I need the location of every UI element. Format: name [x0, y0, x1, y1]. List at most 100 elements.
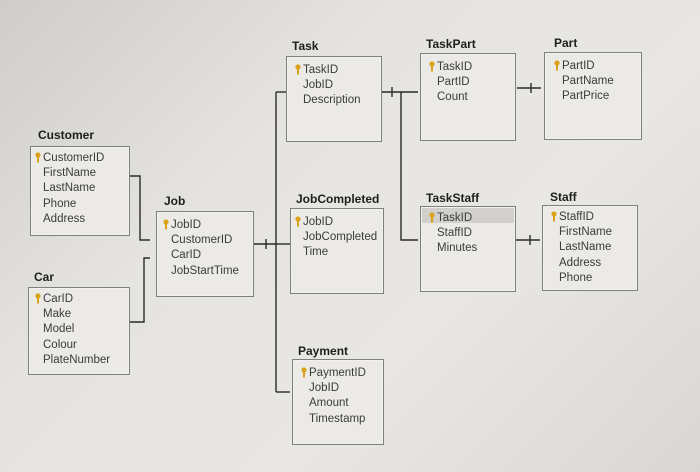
field-name: Description — [303, 94, 361, 107]
field-taskid: TaskID — [295, 63, 361, 78]
field-phone: Phone — [559, 271, 612, 286]
field-name: Time — [303, 246, 329, 259]
field-taskid: TaskID — [429, 211, 477, 226]
field-jobid: JobID — [163, 218, 239, 233]
field-name: Minutes — [437, 242, 478, 255]
field-list: CarID Make Model Colour PlateNumber — [35, 292, 110, 368]
field-list: TaskID PartID Count — [429, 60, 473, 106]
rel-car-job — [130, 257, 150, 323]
field-partprice: PartPrice — [562, 89, 614, 104]
primary-key-icon — [34, 293, 42, 304]
primary-key-icon — [34, 152, 42, 163]
field-firstname: FirstName — [559, 225, 612, 240]
primary-key-icon — [553, 60, 561, 71]
field-name: StaffID — [437, 227, 472, 240]
entity-box: CustomerID FirstName LastName Phone Addr… — [30, 146, 130, 236]
field-name: PaymentID — [309, 367, 366, 379]
primary-key-icon — [294, 64, 302, 75]
field-name: Model — [43, 323, 75, 336]
primary-key-icon — [428, 212, 436, 223]
entity-title: TaskStaff — [426, 191, 480, 205]
field-carid: CarID — [171, 248, 239, 263]
field-count: Count — [437, 90, 472, 105]
entity-title: Job — [164, 194, 186, 208]
field-name: CarID — [43, 293, 74, 305]
field-jobid: JobID — [309, 381, 366, 396]
field-phone: Phone — [43, 197, 104, 212]
field-name: StaffID — [559, 211, 594, 223]
entity-box: JobID JobCompleted Time — [290, 208, 384, 294]
field-firstname: FirstName — [43, 166, 104, 181]
field-list: TaskID StaffID Minutes — [429, 211, 478, 257]
field-name: PlateNumber — [43, 353, 111, 366]
field-name: Phone — [43, 197, 77, 210]
field-name: JobStartTime — [171, 264, 239, 277]
field-list: PaymentID JobID Amount Timestamp — [301, 366, 366, 427]
field-jobcompleted: JobCompleted — [303, 230, 377, 245]
field-name: Amount — [309, 397, 349, 410]
field-name: Phone — [559, 271, 593, 284]
entity-title: Task — [292, 39, 319, 53]
field-partid: PartID — [554, 59, 614, 74]
rel-task-taskstaff — [400, 92, 418, 241]
field-name: Address — [43, 212, 86, 225]
field-address: Address — [559, 256, 612, 271]
entity-title: Car — [34, 270, 55, 284]
entity-box: TaskID StaffID Minutes — [420, 206, 516, 292]
field-name: Colour — [43, 338, 77, 351]
field-amount: Amount — [309, 396, 366, 411]
entity-title: Staff — [550, 190, 577, 204]
field-staffid: StaffID — [437, 226, 477, 241]
entity-box: TaskID JobID Description — [286, 56, 382, 142]
field-name: JobCompleted — [303, 231, 378, 244]
field-name: PartID — [562, 60, 595, 72]
field-timestamp: Timestamp — [309, 412, 366, 427]
selected-row-highlight — [422, 208, 514, 223]
entity-box: PaymentID JobID Amount Timestamp — [292, 359, 384, 445]
field-lastname: LastName — [559, 240, 612, 255]
field-list: PartID PartName PartPrice — [554, 59, 614, 105]
field-list: JobID CustomerID CarID JobStartTime — [163, 218, 239, 279]
field-name: JobID — [303, 216, 334, 228]
field-name: JobID — [309, 382, 340, 395]
field-jobstarttime: JobStartTime — [171, 264, 239, 279]
field-jobid: JobID — [303, 78, 361, 93]
field-name: JobID — [171, 219, 202, 231]
field-description: Description — [303, 93, 361, 108]
entity-box: PartID PartName PartPrice — [544, 52, 642, 140]
primary-key-icon — [428, 61, 436, 72]
field-name: LastName — [43, 182, 96, 195]
field-taskid: TaskID — [429, 60, 473, 75]
field-colour: Colour — [43, 338, 110, 353]
field-name: FirstName — [43, 167, 97, 180]
field-lastname: LastName — [43, 181, 104, 196]
entity-title: TaskPart — [426, 37, 476, 51]
field-partname: PartName — [562, 74, 614, 89]
field-name: JobID — [303, 79, 334, 92]
field-staffid: StaffID — [551, 210, 612, 225]
field-name: TaskID — [437, 212, 473, 224]
field-paymentid: PaymentID — [301, 366, 366, 381]
field-customerid: CustomerID — [35, 151, 104, 166]
field-name: CustomerID — [171, 234, 233, 247]
field-platenumber: PlateNumber — [43, 353, 110, 368]
entity-box: StaffID FirstName LastName Address Phone — [542, 205, 638, 291]
field-name: PartName — [562, 75, 614, 88]
field-name: CarID — [171, 249, 202, 262]
field-name: PartPrice — [562, 90, 610, 103]
field-name: Count — [437, 91, 468, 104]
field-name: TaskID — [303, 64, 339, 76]
field-name: PartID — [437, 76, 470, 89]
field-customerid: CustomerID — [171, 233, 239, 248]
field-partid: PartID — [437, 75, 472, 90]
entity-box: JobID CustomerID CarID JobStartTime — [156, 211, 254, 297]
field-name: Timestamp — [309, 412, 366, 425]
field-name: TaskID — [437, 61, 473, 73]
primary-key-icon — [300, 367, 308, 378]
field-model: Model — [43, 322, 110, 337]
entity-box: CarID Make Model Colour PlateNumber — [28, 287, 130, 375]
primary-key-icon — [550, 211, 558, 222]
field-carid: CarID — [35, 292, 110, 307]
